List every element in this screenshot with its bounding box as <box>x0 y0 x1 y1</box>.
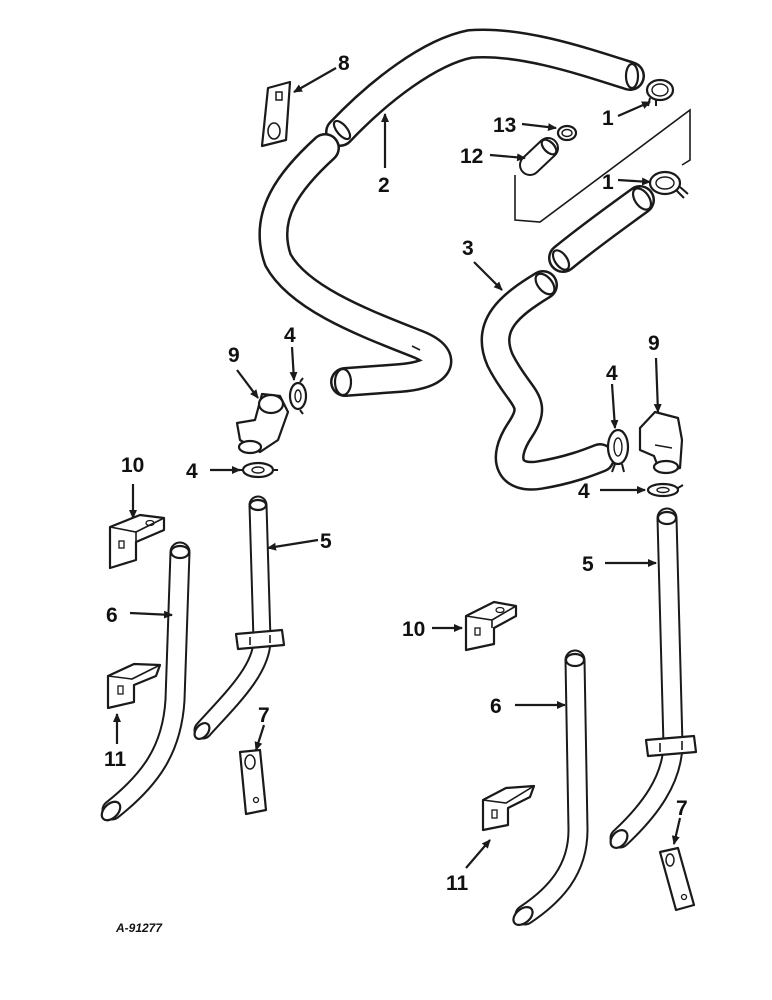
callout-9-right: 9 <box>648 332 660 355</box>
figure-id: A-91277 <box>115 921 163 935</box>
pipe-part-6-right <box>512 649 589 926</box>
hose-outline <box>514 108 691 223</box>
gasket-part-4-left-upper <box>288 377 308 415</box>
callout-10-right: 10 <box>402 618 425 641</box>
pipe-part-5-left <box>193 495 286 740</box>
gasket-part-4-left-lower <box>238 461 278 479</box>
callout-9-left: 9 <box>228 344 240 367</box>
clamp-part-1-upper <box>645 78 675 107</box>
clamp-part-1-lower <box>648 170 689 199</box>
callout-12: 12 <box>460 145 483 168</box>
hose-part-2 <box>258 28 645 397</box>
callout-10-left: 10 <box>121 454 144 477</box>
pipe-part-5-right <box>609 507 698 849</box>
callout-1-lower: 1 <box>602 171 614 194</box>
callout-4-right-upper: 4 <box>606 362 618 385</box>
bracket-part-11-left <box>106 662 162 710</box>
bracket-part-11-right <box>481 784 536 832</box>
callout-6-right: 6 <box>490 695 502 718</box>
bracket-part-10-right <box>464 600 518 652</box>
callout-4-right-lower: 4 <box>578 480 590 503</box>
callout-7-right: 7 <box>676 797 688 820</box>
callout-11-left: 11 <box>104 748 127 771</box>
callout-4-left-lower: 4 <box>186 460 198 483</box>
callout-5-left: 5 <box>320 530 332 553</box>
elbow-part-9-left <box>235 392 290 455</box>
strap-part-8 <box>260 80 292 148</box>
bracket-part-10-left <box>108 513 166 570</box>
hose-part-3 <box>480 185 655 491</box>
leader-arrows <box>113 67 682 869</box>
elbow-part-9-right <box>638 410 684 475</box>
callout-labels: 8 2 1 13 12 1 3 9 4 4 10 5 6 11 7 4 9 4 … <box>104 52 688 935</box>
callout-5-right: 5 <box>582 553 594 576</box>
strap-part-7-right <box>658 846 696 912</box>
callout-2: 2 <box>378 174 390 197</box>
gasket-part-4-right-lower <box>646 482 684 498</box>
nipple-part-12 <box>519 137 559 176</box>
pipe-part-6-left <box>100 541 191 822</box>
clamp-part-13 <box>556 124 578 142</box>
callout-1-upper: 1 <box>602 107 614 130</box>
callout-7-left: 7 <box>258 704 270 727</box>
callout-6-left: 6 <box>106 604 118 627</box>
callout-8: 8 <box>338 52 350 75</box>
gasket-part-4-right-upper <box>606 428 630 473</box>
callout-13: 13 <box>493 114 516 137</box>
callout-11-right: 11 <box>446 872 469 895</box>
callout-3: 3 <box>462 237 474 260</box>
callout-4-left-upper: 4 <box>284 324 296 347</box>
strap-part-7-left <box>238 748 268 816</box>
